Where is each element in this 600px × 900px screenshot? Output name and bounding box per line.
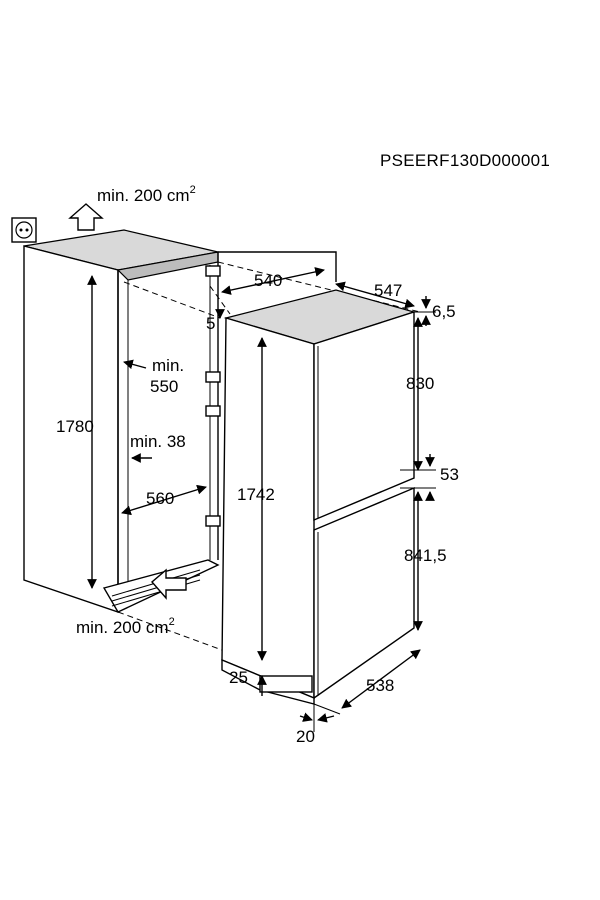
power-socket-icon — [11, 217, 37, 243]
base-depth-label: 538 — [366, 676, 394, 695]
niche-depth-arrow — [123, 359, 147, 370]
product-code: PSEERF130D000001 — [380, 151, 550, 170]
niche-width-label: 560 — [146, 489, 174, 508]
appliance-width-label: 540 — [254, 271, 282, 290]
appliance-depth-label: 547 — [374, 281, 402, 300]
niche-depth-min-label: min. — [152, 356, 184, 375]
vent-bottom-label: min. 200 cm2 — [76, 616, 175, 637]
airflow-in-arrow-icon — [151, 568, 187, 600]
airflow-up-arrow-icon — [68, 203, 104, 231]
upper-door-label: 830 — [406, 374, 434, 393]
side-gap-label: min. 38 — [130, 432, 186, 451]
niche-height-label: 1780 — [56, 417, 94, 436]
bottom-gap-label: 25 — [229, 668, 248, 687]
appliance-height-label: 1742 — [237, 485, 275, 504]
niche-width-dimension — [121, 484, 207, 516]
lower-door-label: 841,5 — [404, 546, 447, 565]
top-offset-label: 6,5 — [432, 302, 456, 321]
hinge-gap-label: 5 — [206, 314, 215, 333]
appliance-depth-dimension — [335, 281, 415, 309]
base-depth-dimension — [341, 649, 421, 709]
niche-depth-min-value: 550 — [150, 377, 178, 396]
appliance-body — [221, 289, 417, 705]
base-offset-label: 20 — [296, 727, 315, 746]
appliance-width-dimension — [221, 267, 325, 295]
door-gap-label: 53 — [440, 465, 459, 484]
hinges — [205, 265, 221, 527]
cabinet-niche — [23, 229, 220, 613]
vent-top-label: min. 200 cm2 — [97, 184, 196, 205]
